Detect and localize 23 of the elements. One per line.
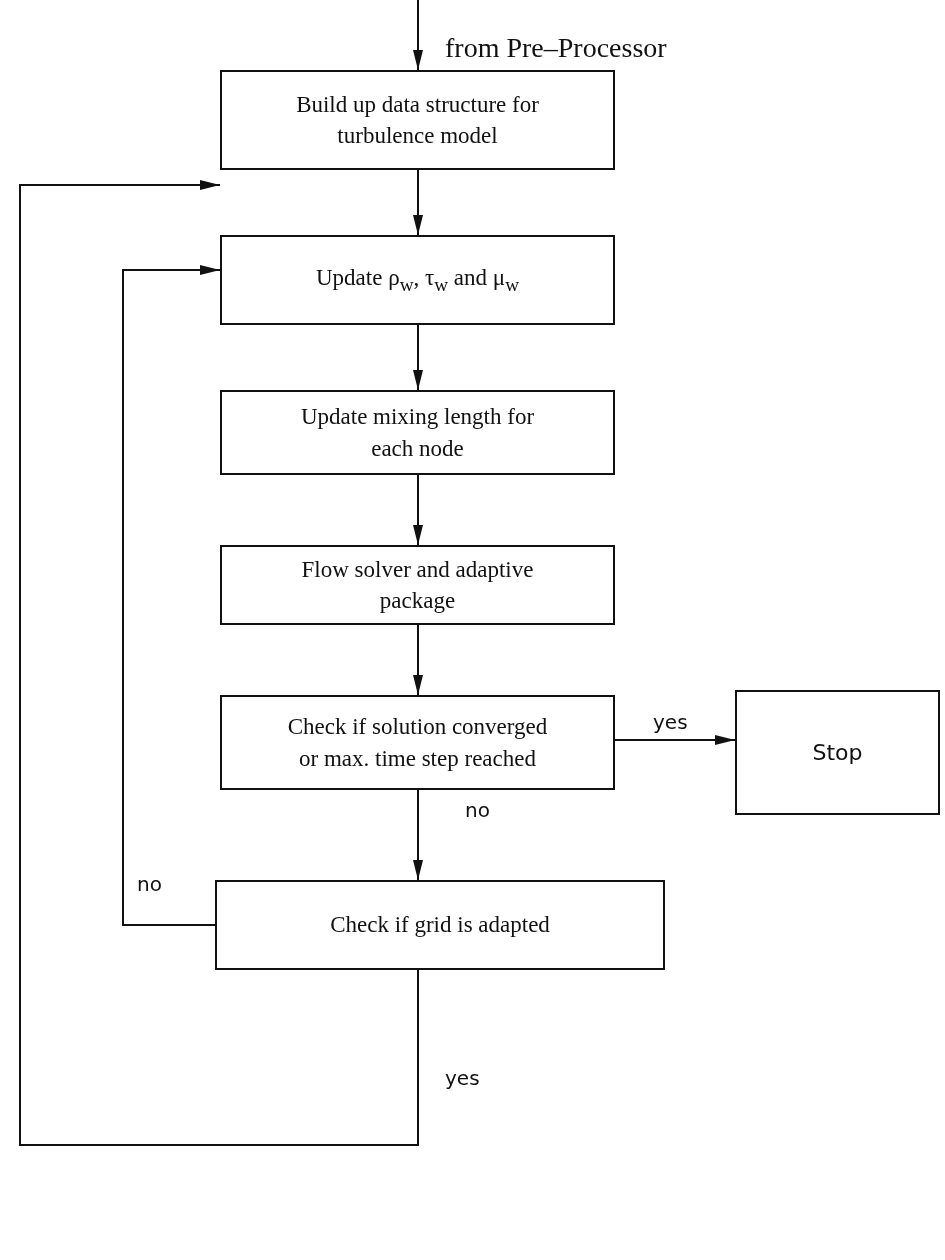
- box-text: Check if grid is adapted: [330, 911, 550, 940]
- terminal-box: [735, 690, 940, 815]
- box-text: Update ρ$_{w}$, τ$_{w}$ and μ$_{w}$: [316, 264, 519, 297]
- arrow: [413, 789, 423, 881]
- decision-box: [220, 695, 615, 790]
- process-box: [220, 545, 615, 625]
- box-text: Stop: [812, 738, 863, 767]
- arrow: [413, 474, 423, 546]
- box-text: Flow solver and adaptive package: [300, 555, 535, 615]
- box-text: Update mixing length for each node: [299, 403, 536, 463]
- process-box: [220, 70, 615, 170]
- box-text: Build up data structure for turbulence model: [295, 90, 540, 150]
- arrow: [19, 180, 419, 1146]
- process-box: [220, 390, 615, 475]
- arrow: [413, 169, 423, 236]
- arrow: [614, 735, 736, 745]
- arrow: [122, 265, 221, 926]
- arrow: [413, 0, 423, 71]
- decision-box: [215, 880, 665, 970]
- arrow: [413, 624, 423, 696]
- box-text: Check if solution converged or max. time step reached: [286, 713, 549, 773]
- arrow: [413, 324, 423, 391]
- process-box: [220, 235, 615, 325]
